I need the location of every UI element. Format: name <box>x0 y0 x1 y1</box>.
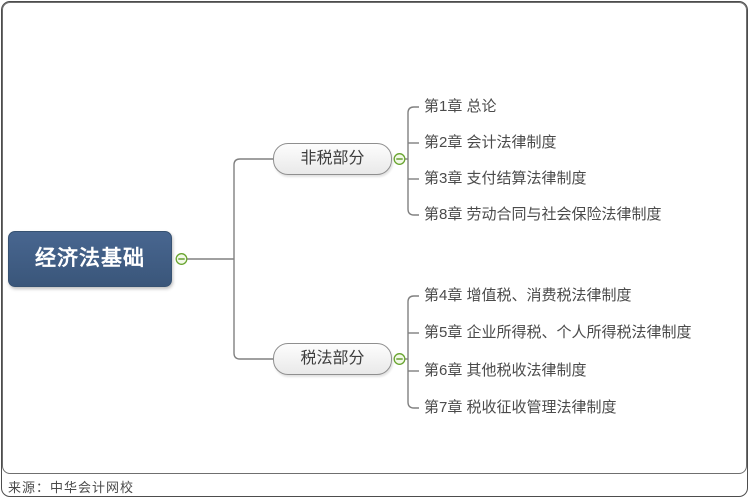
chapter-topic[interactable]: 第8章 劳动合同与社会保险法律制度 <box>424 206 662 223</box>
chapter-topic[interactable]: 第3章 支付结算法律制度 <box>424 170 587 187</box>
root-collapse-icon[interactable] <box>175 253 188 265</box>
chapter-topic[interactable]: 第4章 增值税、消费税法律制度 <box>424 287 632 304</box>
chapter-topic[interactable]: 第5章 企业所得税、个人所得税法律制度 <box>424 324 692 341</box>
chapter-topic[interactable]: 第6章 其他税收法律制度 <box>424 362 587 379</box>
root-topic[interactable]: 经济法基础 <box>8 231 172 287</box>
branch1-collapse-icon[interactable] <box>393 353 406 365</box>
branch-topic-tax[interactable]: 税法部分 <box>273 343 392 375</box>
source-caption: 来源：中华会计网校 <box>8 480 135 495</box>
chapter-topic[interactable]: 第1章 总论 <box>424 98 497 115</box>
chapter-topic[interactable]: 第7章 税收征收管理法律制度 <box>424 399 617 416</box>
branch1-chapter-connectors <box>405 295 419 409</box>
chapter-topic[interactable]: 第2章 会计法律制度 <box>424 134 557 151</box>
root-branch-connectors <box>187 158 273 360</box>
branch-topic-nontax[interactable]: 非税部分 <box>273 143 392 175</box>
branch0-collapse-icon[interactable] <box>393 153 406 165</box>
branch0-chapter-connectors <box>405 106 419 216</box>
